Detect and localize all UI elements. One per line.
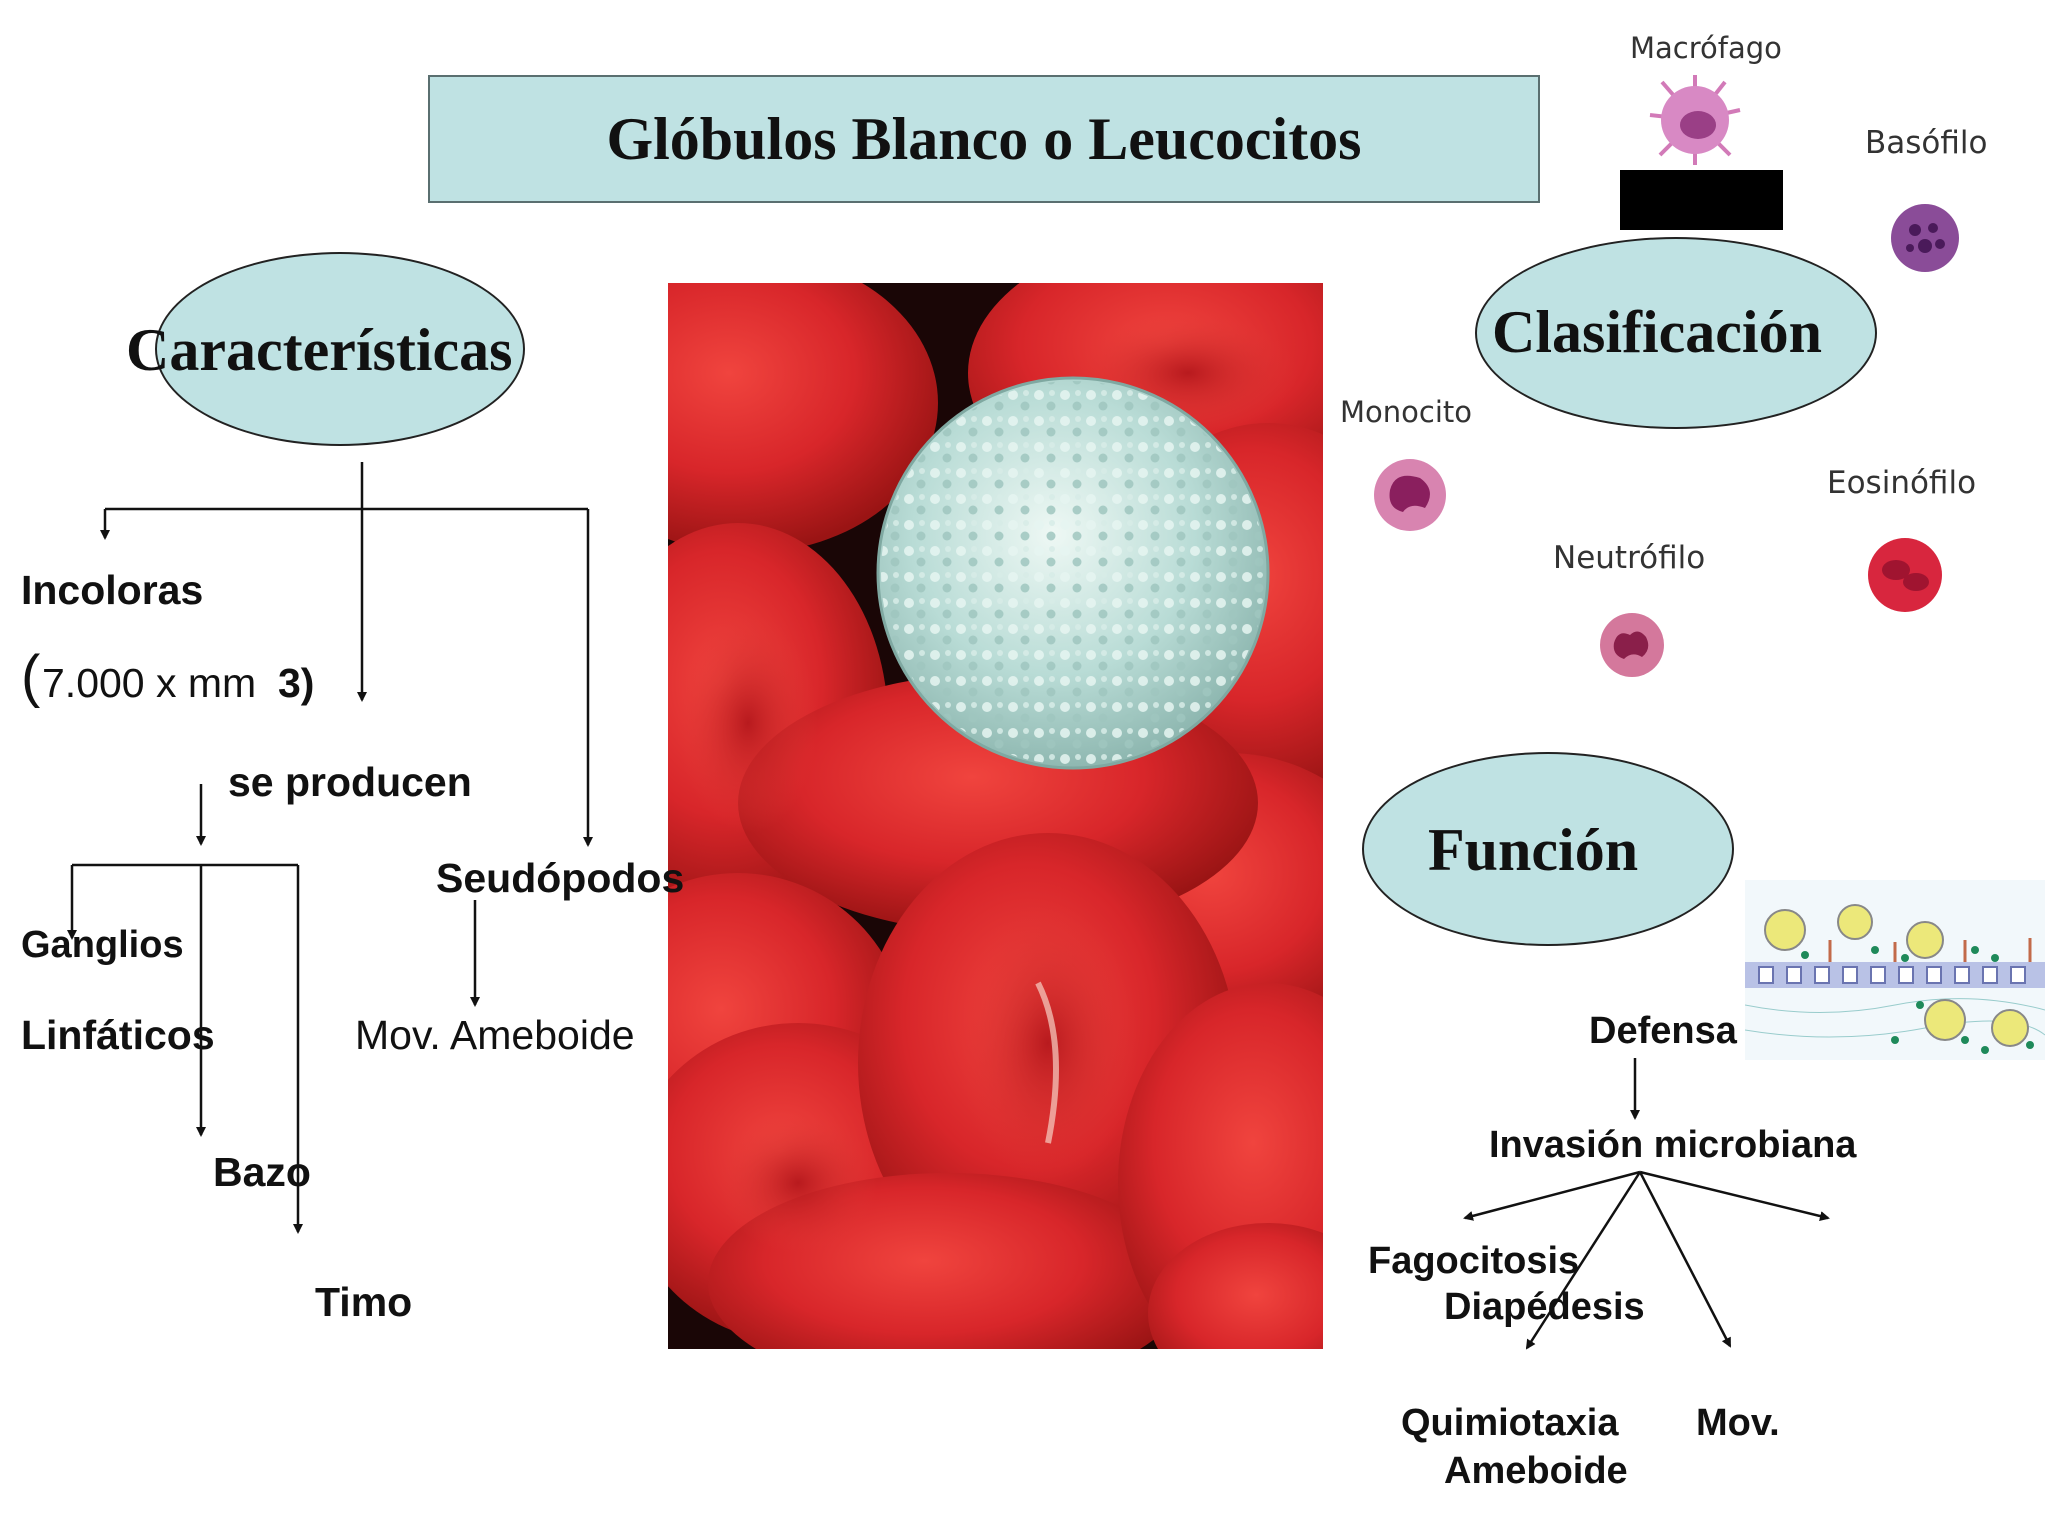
timo-label: Timo bbox=[315, 1279, 413, 1325]
eosinofilo-label: Eosinófilo bbox=[1827, 465, 1977, 501]
macrofago-cell-icon bbox=[1649, 75, 1741, 165]
count-paren: ( bbox=[21, 644, 41, 709]
linfaticos-label: Linfáticos bbox=[21, 1012, 215, 1058]
defensa-label: Defensa bbox=[1589, 1010, 1737, 1052]
page-title: Glóbulos Blanco o Leucocitos bbox=[606, 105, 1362, 172]
basofilo-label: Basófilo bbox=[1865, 125, 1988, 161]
blood-cells-micrograph bbox=[668, 283, 1323, 1349]
seudopodos-label: Seudópodos bbox=[436, 855, 685, 901]
count-exponent: 3) bbox=[278, 660, 315, 706]
mov-label: Mov. bbox=[1696, 1402, 1780, 1444]
clasificacion-ellipse bbox=[1475, 237, 1877, 429]
ganglios-label: Ganglios bbox=[21, 924, 184, 966]
function-diagram-image bbox=[1745, 880, 2045, 1060]
invasion-microbiana-label: Invasión microbiana bbox=[1489, 1124, 1857, 1166]
funcion-heading: Función bbox=[1428, 817, 1639, 883]
neutrofilo-cell-icon bbox=[1600, 613, 1664, 677]
fagocitosis-label: Fagocitosis bbox=[1368, 1240, 1580, 1282]
macrofago-label: Macrófago bbox=[1630, 31, 1782, 65]
mov-ameboide-label: Mov. Ameboide bbox=[355, 1012, 635, 1058]
monocito-label: Monocito bbox=[1340, 395, 1473, 429]
se-producen-label: se producen bbox=[228, 759, 472, 805]
redaction-block bbox=[1620, 170, 1783, 230]
caracteristicas-heading: Características bbox=[126, 317, 513, 383]
ameboide-label: Ameboide bbox=[1444, 1450, 1628, 1492]
count-value: 7.000 x mm bbox=[42, 660, 257, 706]
title-box: Glóbulos Blanco o Leucocitos bbox=[428, 75, 1540, 203]
eosinofilo-cell-icon bbox=[1868, 538, 1942, 612]
incoloras-label: Incoloras bbox=[21, 567, 204, 613]
funcion-ellipse bbox=[1362, 752, 1734, 946]
monocito-cell-icon bbox=[1374, 459, 1446, 531]
caracteristicas-ellipse bbox=[155, 252, 525, 446]
basofilo-cell-icon bbox=[1891, 204, 1959, 272]
quimiotaxia-label: Quimiotaxia bbox=[1401, 1402, 1619, 1444]
bazo-label: Bazo bbox=[213, 1149, 311, 1195]
clasificacion-heading: Clasificación bbox=[1492, 299, 1822, 365]
neutrofilo-label: Neutrófilo bbox=[1553, 540, 1706, 576]
